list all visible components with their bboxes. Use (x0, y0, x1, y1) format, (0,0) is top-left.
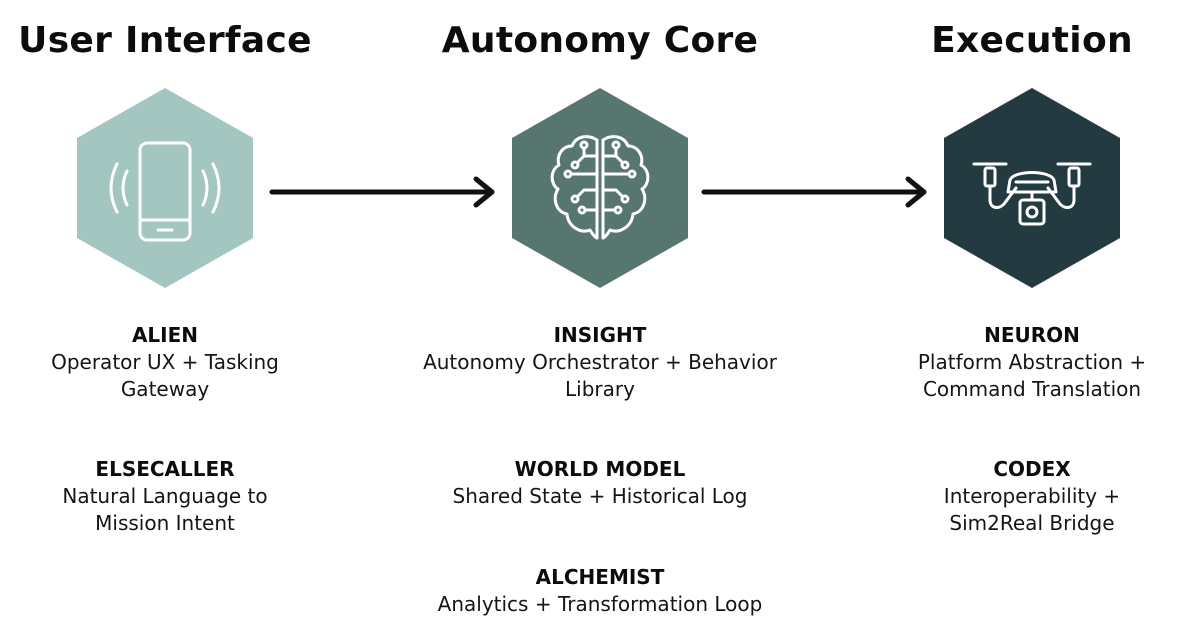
component-description-line: Operator UX + Tasking (51, 350, 279, 374)
component-name: NEURON (984, 323, 1080, 347)
hexagon-tile (77, 88, 253, 288)
column-title: Execution (931, 20, 1133, 61)
component-name: INSIGHT (553, 323, 647, 347)
component-elsecaller: ELSECALLER Natural Language to Mission I… (0, 456, 355, 537)
component-description-line: Platform Abstraction + (917, 350, 1147, 374)
component-description-line: Natural Language to (62, 484, 268, 508)
component-description-line: Gateway (120, 377, 210, 401)
component-insight: INSIGHT Autonomy Orchestrator + Behavior… (410, 322, 790, 403)
component-name: ALIEN (131, 323, 199, 347)
component-description-line: Mission Intent (95, 511, 235, 535)
component-description-line: Shared State + Historical Log (452, 484, 748, 508)
flow-arrow-ui-to-core (269, 176, 495, 208)
component-description-line: Analytics + Transformation Loop (437, 592, 763, 616)
component-description-line: Command Translation (922, 377, 1142, 401)
component-alchemist: ALCHEMIST Analytics + Transformation Loo… (410, 564, 790, 618)
component-description-line: Interoperability + (943, 484, 1121, 508)
component-description-line: Sim2Real Bridge (949, 511, 1115, 535)
component-codex: CODEX Interoperability + Sim2Real Bridge (842, 456, 1200, 537)
component-name: ELSECALLER (95, 457, 235, 481)
brain-circuit-icon (550, 135, 650, 240)
component-description-line: Autonomy Orchestrator + Behavior (423, 350, 777, 374)
component-description-line: Library (565, 377, 635, 401)
column-title: Autonomy Core (441, 20, 759, 61)
component-name: CODEX (993, 457, 1071, 481)
component-alien: ALIEN Operator UX + Tasking Gateway (0, 322, 355, 403)
component-neuron: NEURON Platform Abstraction + Command Tr… (842, 322, 1200, 403)
hexagon-tile (944, 88, 1120, 288)
component-world-model: WORLD MODEL Shared State + Historical Lo… (410, 456, 790, 510)
drone-camera-icon (972, 162, 1092, 226)
flow-arrow-core-to-execution (701, 176, 927, 208)
column-title: User Interface (18, 20, 312, 61)
smartphone-signal-icon (109, 141, 221, 242)
component-name: ALCHEMIST (535, 565, 665, 589)
hexagon-tile (512, 88, 688, 288)
component-name: WORLD MODEL (514, 457, 686, 481)
